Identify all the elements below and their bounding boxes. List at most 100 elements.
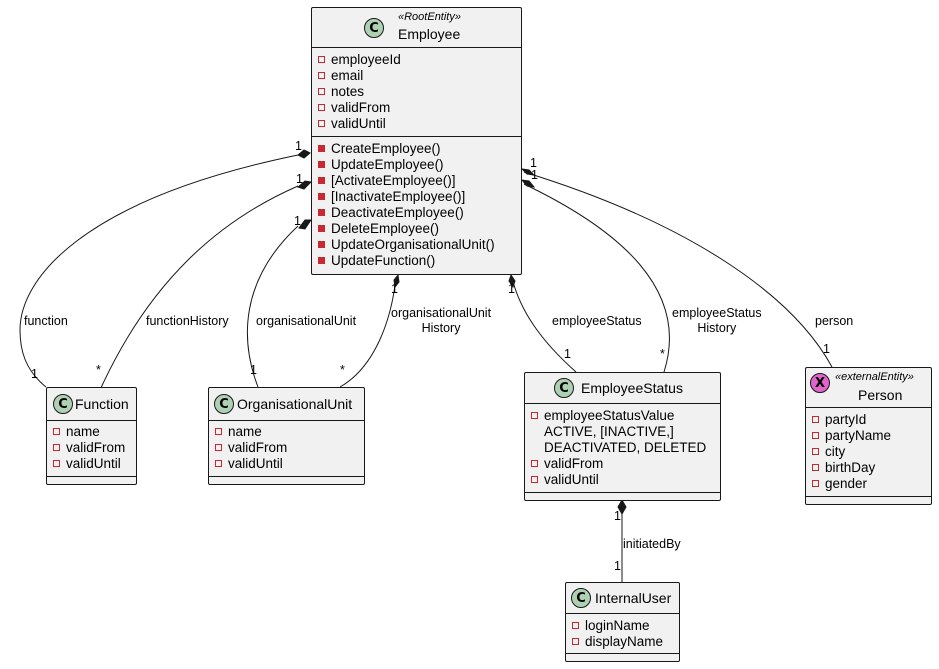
field-name: email	[331, 68, 364, 83]
field-row: validUntil	[318, 116, 386, 132]
label-line: employeeStatus	[672, 306, 762, 320]
link-function-history	[99, 185, 299, 391]
relation-label-person: person	[815, 314, 854, 328]
multiplicity: *	[96, 363, 101, 377]
multiplicity: 1	[391, 282, 398, 296]
method-row: UpdateOrganisationalUnit()	[318, 237, 495, 253]
private-field-icon	[812, 448, 819, 455]
field-row: validFrom	[53, 440, 125, 456]
section-divider	[566, 653, 679, 654]
multiplicity: 1	[250, 363, 257, 377]
composition-diamond-person	[520, 168, 536, 176]
link-person	[523, 171, 833, 368]
multiplicity: *	[340, 363, 345, 377]
relation-label-employee-status-history: employeeStatus History	[672, 306, 762, 336]
section-divider	[312, 136, 521, 137]
stereotype-label: «RootEntity»	[398, 11, 461, 23]
person-class[interactable]: X «externalEntity» Person partyId partyN…	[805, 367, 932, 505]
private-field-icon	[812, 480, 819, 487]
function-class[interactable]: C Function name validFrom validUntil	[46, 387, 137, 485]
method-name: UpdateFunction()	[331, 253, 436, 268]
private-field-icon	[531, 460, 538, 467]
private-field-icon	[53, 444, 60, 451]
link-employee-status	[511, 277, 577, 373]
class-name: InternalUser	[595, 590, 672, 606]
relation-label-function-history: functionHistory	[146, 314, 229, 328]
class-kind-icon: C	[571, 588, 591, 608]
composition-diamond-employee-status-history	[520, 179, 536, 188]
class-name: EmployeeStatus	[581, 380, 683, 396]
method-row: UpdateEmployee()	[318, 157, 444, 173]
composition-diamond-function-history	[297, 180, 313, 190]
private-field-icon	[215, 444, 222, 451]
internal-user-class[interactable]: C InternalUser loginName displayName	[565, 582, 680, 662]
field-row: validUntil	[531, 472, 599, 488]
multiplicity: 1	[614, 509, 621, 523]
field-row: employeeId	[318, 52, 401, 68]
multiplicity: 1	[295, 139, 302, 153]
class-name: Person	[858, 387, 903, 403]
private-field-icon	[531, 476, 538, 483]
field-row: name	[215, 424, 262, 440]
method-name: DeactivateEmployee()	[331, 205, 464, 220]
private-field-icon	[812, 432, 819, 439]
organisational-unit-class[interactable]: C OrganisationalUnit name validFrom vali…	[208, 387, 365, 485]
field-name: employeeStatusValue	[544, 408, 675, 423]
section-divider	[209, 476, 364, 477]
field-row: displayName	[572, 634, 663, 650]
private-method-icon	[318, 177, 325, 184]
link-org-unit	[246, 225, 299, 388]
organisational-unit-class-header: C OrganisationalUnit	[209, 388, 364, 421]
field-row: validUntil	[215, 456, 283, 472]
field-row: name	[53, 424, 100, 440]
enum-values: DEACTIVATED, DELETED	[544, 440, 707, 455]
relation-label-employee-status: employeeStatus	[552, 314, 642, 328]
class-kind-icon: C	[53, 394, 73, 414]
field-row: validFrom	[215, 440, 287, 456]
employee-class[interactable]: C «RootEntity» Employee employeeId email…	[311, 7, 522, 275]
class-kind-icon: C	[364, 18, 384, 38]
field-name: validUntil	[544, 472, 599, 487]
field-row: partyId	[812, 412, 866, 428]
field-row: loginName	[572, 618, 650, 634]
field-row: notes	[318, 84, 364, 100]
employee-status-class-header: C EmployeeStatus	[525, 373, 720, 404]
method-name: CreateEmployee()	[331, 141, 441, 156]
private-field-icon	[318, 56, 325, 63]
link-employee-status-history	[523, 183, 670, 373]
internal-user-class-header: C InternalUser	[566, 583, 679, 614]
label-line: History	[421, 321, 461, 335]
private-field-icon	[812, 416, 819, 423]
private-field-icon	[53, 460, 60, 467]
field-row: birthDay	[812, 460, 875, 476]
field-name: name	[66, 424, 100, 439]
employee-status-class[interactable]: C EmployeeStatus employeeStatusValue ACT…	[524, 372, 721, 501]
field-row: validUntil	[53, 456, 121, 472]
relation-label-function: function	[24, 314, 68, 328]
private-field-icon	[318, 120, 325, 127]
function-class-header: C Function	[47, 388, 136, 421]
field-row: partyName	[812, 428, 891, 444]
link-function	[19, 154, 299, 388]
section-divider	[47, 476, 136, 477]
private-field-icon	[572, 622, 579, 629]
private-field-icon	[318, 72, 325, 79]
field-name: displayName	[585, 634, 664, 649]
field-name: name	[228, 424, 262, 439]
composition-diamond-org-unit	[298, 219, 312, 230]
class-kind-icon: C	[554, 378, 574, 398]
multiplicity: 1	[296, 172, 303, 186]
field-row: email	[318, 68, 363, 84]
method-name: UpdateEmployee()	[331, 157, 444, 172]
private-method-icon	[318, 225, 325, 232]
section-divider	[806, 496, 931, 497]
composition-diamond-initiated-by	[617, 498, 627, 516]
field-continuation: ACTIVE, [INACTIVE,]	[544, 424, 674, 440]
multiplicity: 1	[294, 214, 301, 228]
private-field-icon	[812, 464, 819, 471]
private-method-icon	[318, 241, 325, 248]
field-row: employeeStatusValue	[531, 408, 674, 424]
field-name: validUntil	[66, 456, 121, 471]
external-kind-icon: X	[810, 373, 830, 393]
